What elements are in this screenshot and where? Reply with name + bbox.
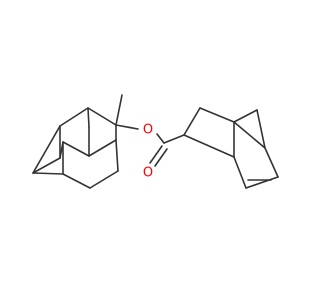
carbonyl-double-bond-1 xyxy=(149,145,163,164)
ether-oxygen-label: O xyxy=(143,123,153,138)
ether-oxygen-atom: O xyxy=(140,122,156,138)
bond xyxy=(233,109,258,123)
carbonyl-double-bond-2 xyxy=(154,148,168,167)
bond-carbonyl-to-ring xyxy=(163,134,185,144)
bond xyxy=(62,173,91,189)
bond xyxy=(264,147,279,178)
adamantane-cage xyxy=(32,107,119,189)
bond xyxy=(87,107,117,126)
bond-oxygen-to-carbonyl xyxy=(156,133,165,144)
bond xyxy=(89,170,119,189)
bond xyxy=(32,125,61,174)
molecule-structure: O O xyxy=(32,94,279,189)
bond xyxy=(32,172,64,175)
bond xyxy=(256,109,266,149)
bond xyxy=(59,107,89,127)
bond-to-oxygen xyxy=(115,124,139,130)
bond xyxy=(115,139,119,172)
bond xyxy=(32,157,61,174)
bond xyxy=(88,139,117,157)
bond xyxy=(62,141,90,157)
bond xyxy=(183,134,235,158)
bond xyxy=(199,107,235,123)
norbornene-ring xyxy=(183,107,279,189)
bond xyxy=(233,121,266,149)
bond xyxy=(245,176,279,189)
bond xyxy=(87,107,90,128)
methyl-bond xyxy=(115,94,123,126)
carbonyl-oxygen-atom: O xyxy=(140,165,156,181)
bond xyxy=(233,156,247,189)
carbonyl-oxygen-label: O xyxy=(143,166,153,181)
methyl-ester-linkage xyxy=(115,94,185,167)
bond xyxy=(183,107,201,136)
